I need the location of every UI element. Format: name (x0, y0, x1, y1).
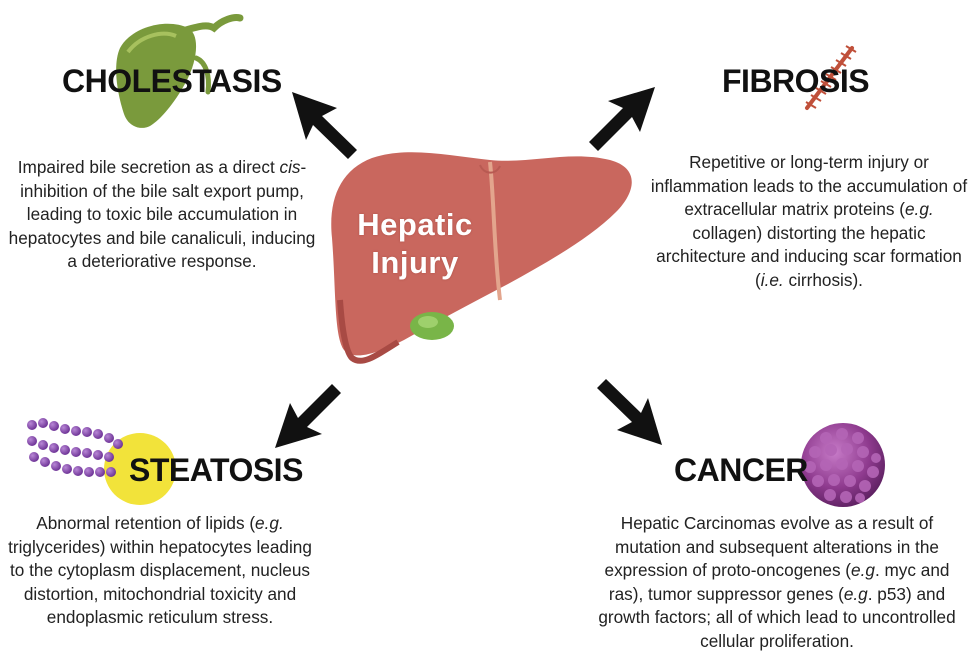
center-label-line2: Injury (350, 244, 480, 282)
cholestasis-text-cis: cis (280, 157, 301, 177)
cholestasis-title: CHOLESTASIS (62, 63, 282, 100)
steatosis-text-eg: e.g. (255, 513, 284, 533)
fibrosis-text-ie: i.e. (761, 270, 784, 290)
fibrosis-text-c: cirrhosis). (784, 270, 863, 290)
steatosis-text-a: Abnormal retention of lipids ( (36, 513, 255, 533)
cancer-text-eg2: e.g (844, 584, 868, 604)
fibrosis-text-eg: e.g. (905, 199, 934, 219)
tumor-icon (801, 423, 885, 507)
arrow-to-steatosis (275, 384, 341, 448)
steatosis-title: STEATOSIS (129, 452, 303, 489)
cancer-title: CANCER (674, 452, 808, 489)
steatosis-description: Abnormal retention of lipids (e.g. trigl… (4, 512, 316, 630)
fibrosis-title: FIBROSIS (722, 63, 869, 100)
arrow-to-fibrosis (589, 87, 655, 151)
center-label-line1: Hepatic (350, 206, 480, 244)
arrow-to-cancer (597, 379, 662, 445)
arrow-to-cholestasis (292, 92, 357, 159)
cancer-text-eg1: e.g (851, 560, 875, 580)
cholestasis-description: Impaired bile secretion as a direct cis-… (6, 156, 318, 274)
fibrosis-description: Repetitive or long-term injury or inflam… (650, 151, 968, 292)
center-label: Hepatic Injury (350, 206, 480, 282)
cancer-description: Hepatic Carcinomas evolve as a result of… (586, 512, 968, 653)
cholestasis-text-a: Impaired bile secretion as a direct (18, 157, 280, 177)
steatosis-text-b: triglycerides) within hepatocytes leadin… (8, 537, 312, 628)
